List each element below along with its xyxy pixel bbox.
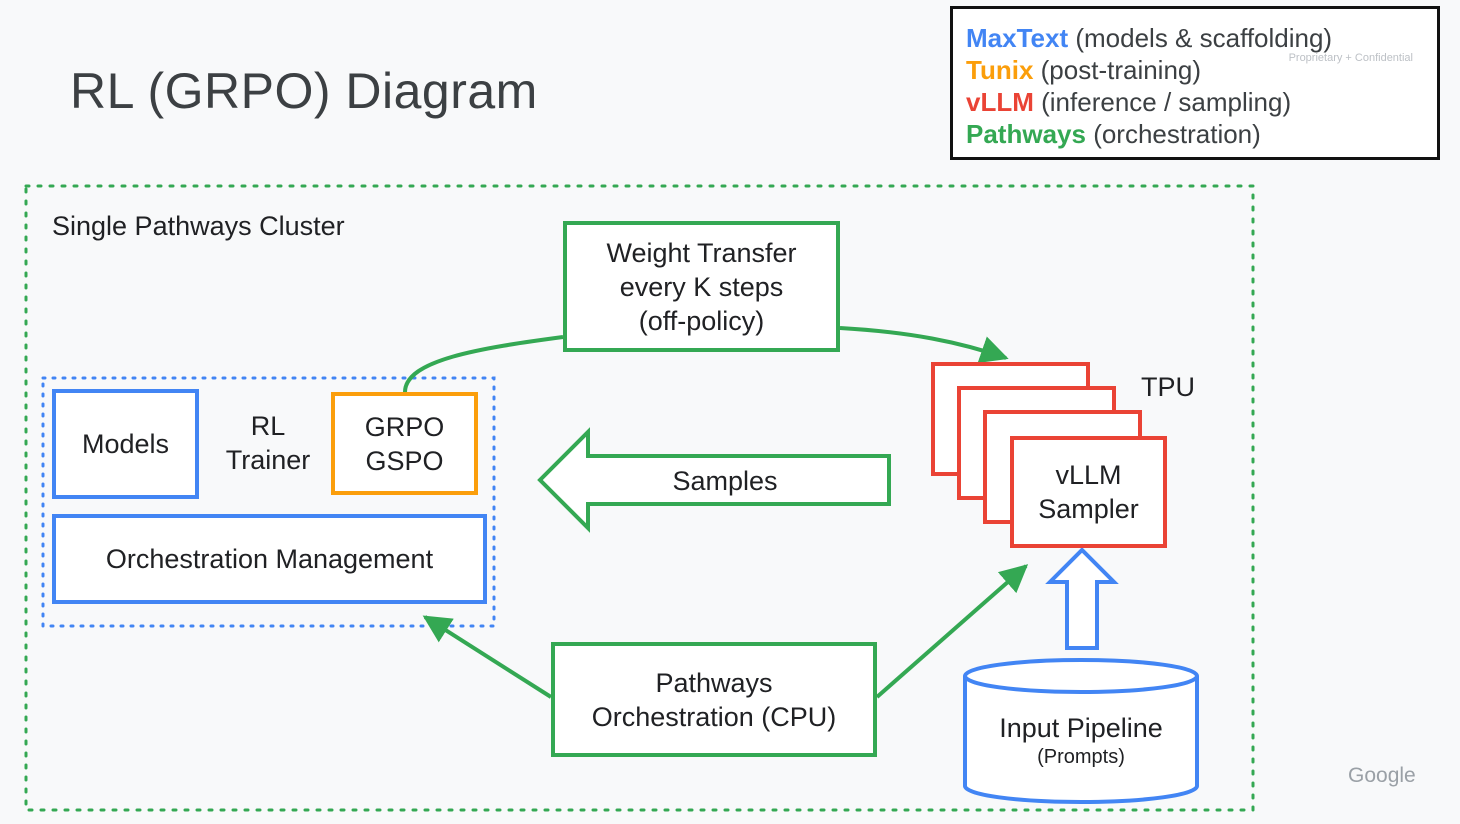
pathways-orchestration-box: Pathways Orchestration (CPU)	[551, 642, 877, 757]
input-pipeline-subtitle: (Prompts)	[1037, 746, 1125, 768]
legend: MaxText (models & scaffolding) Tunix (po…	[950, 6, 1440, 160]
input-pipeline-cylinder	[963, 676, 1199, 804]
confidential-label: Proprietary + Confidential	[1288, 52, 1413, 64]
legend-item-pathways: Pathways (orchestration)	[966, 118, 1437, 150]
samples-label: Samples	[672, 466, 778, 496]
legend-key: Tunix	[966, 55, 1034, 85]
cluster-border	[24, 184, 1255, 812]
input-pipeline-cylinder-top	[963, 658, 1199, 694]
legend-item-maxtext: MaxText (models & scaffolding)	[966, 22, 1437, 54]
legend-key: MaxText	[966, 23, 1069, 53]
legend-desc: (orchestration)	[1093, 119, 1261, 149]
google-logo: Google	[1348, 764, 1416, 787]
legend-key: vLLM	[966, 87, 1034, 117]
weight-transfer-to-tpu-arrow	[839, 326, 1009, 363]
legend-desc: (inference / sampling)	[1041, 87, 1292, 117]
orchestration-to-sampler-arrow	[875, 564, 1029, 699]
grpo-gspo-box: GRPO GSPO	[331, 392, 478, 495]
input-pipeline-title: Input Pipeline	[999, 713, 1163, 743]
page-title: RL (GRPO) Diagram	[70, 63, 538, 119]
vllm-sampler-box: vLLM Sampler	[1010, 436, 1167, 548]
input-up-arrow	[1045, 547, 1119, 650]
legend-item-tunix: Tunix (post-training)	[966, 54, 1437, 86]
models-box: Models	[52, 389, 199, 499]
orchestration-management-box: Orchestration Management	[52, 514, 487, 604]
legend-key: Pathways	[966, 119, 1086, 149]
orchestration-to-trainer-arrow	[422, 615, 553, 699]
legend-desc: (models & scaffolding)	[1075, 23, 1333, 53]
samples-arrow	[537, 427, 891, 533]
grpo-to-weight-transfer-line	[403, 335, 564, 393]
legend-item-vllm: vLLM (inference / sampling)	[966, 86, 1437, 118]
cluster-label: Single Pathways Cluster	[52, 211, 345, 241]
weight-transfer-box: Weight Transfer every K steps (off-polic…	[563, 221, 840, 352]
legend-desc: (post-training)	[1040, 55, 1202, 85]
tpu-label: TPU	[1141, 372, 1195, 402]
rl-trainer-label: RL Trainer	[225, 411, 311, 475]
